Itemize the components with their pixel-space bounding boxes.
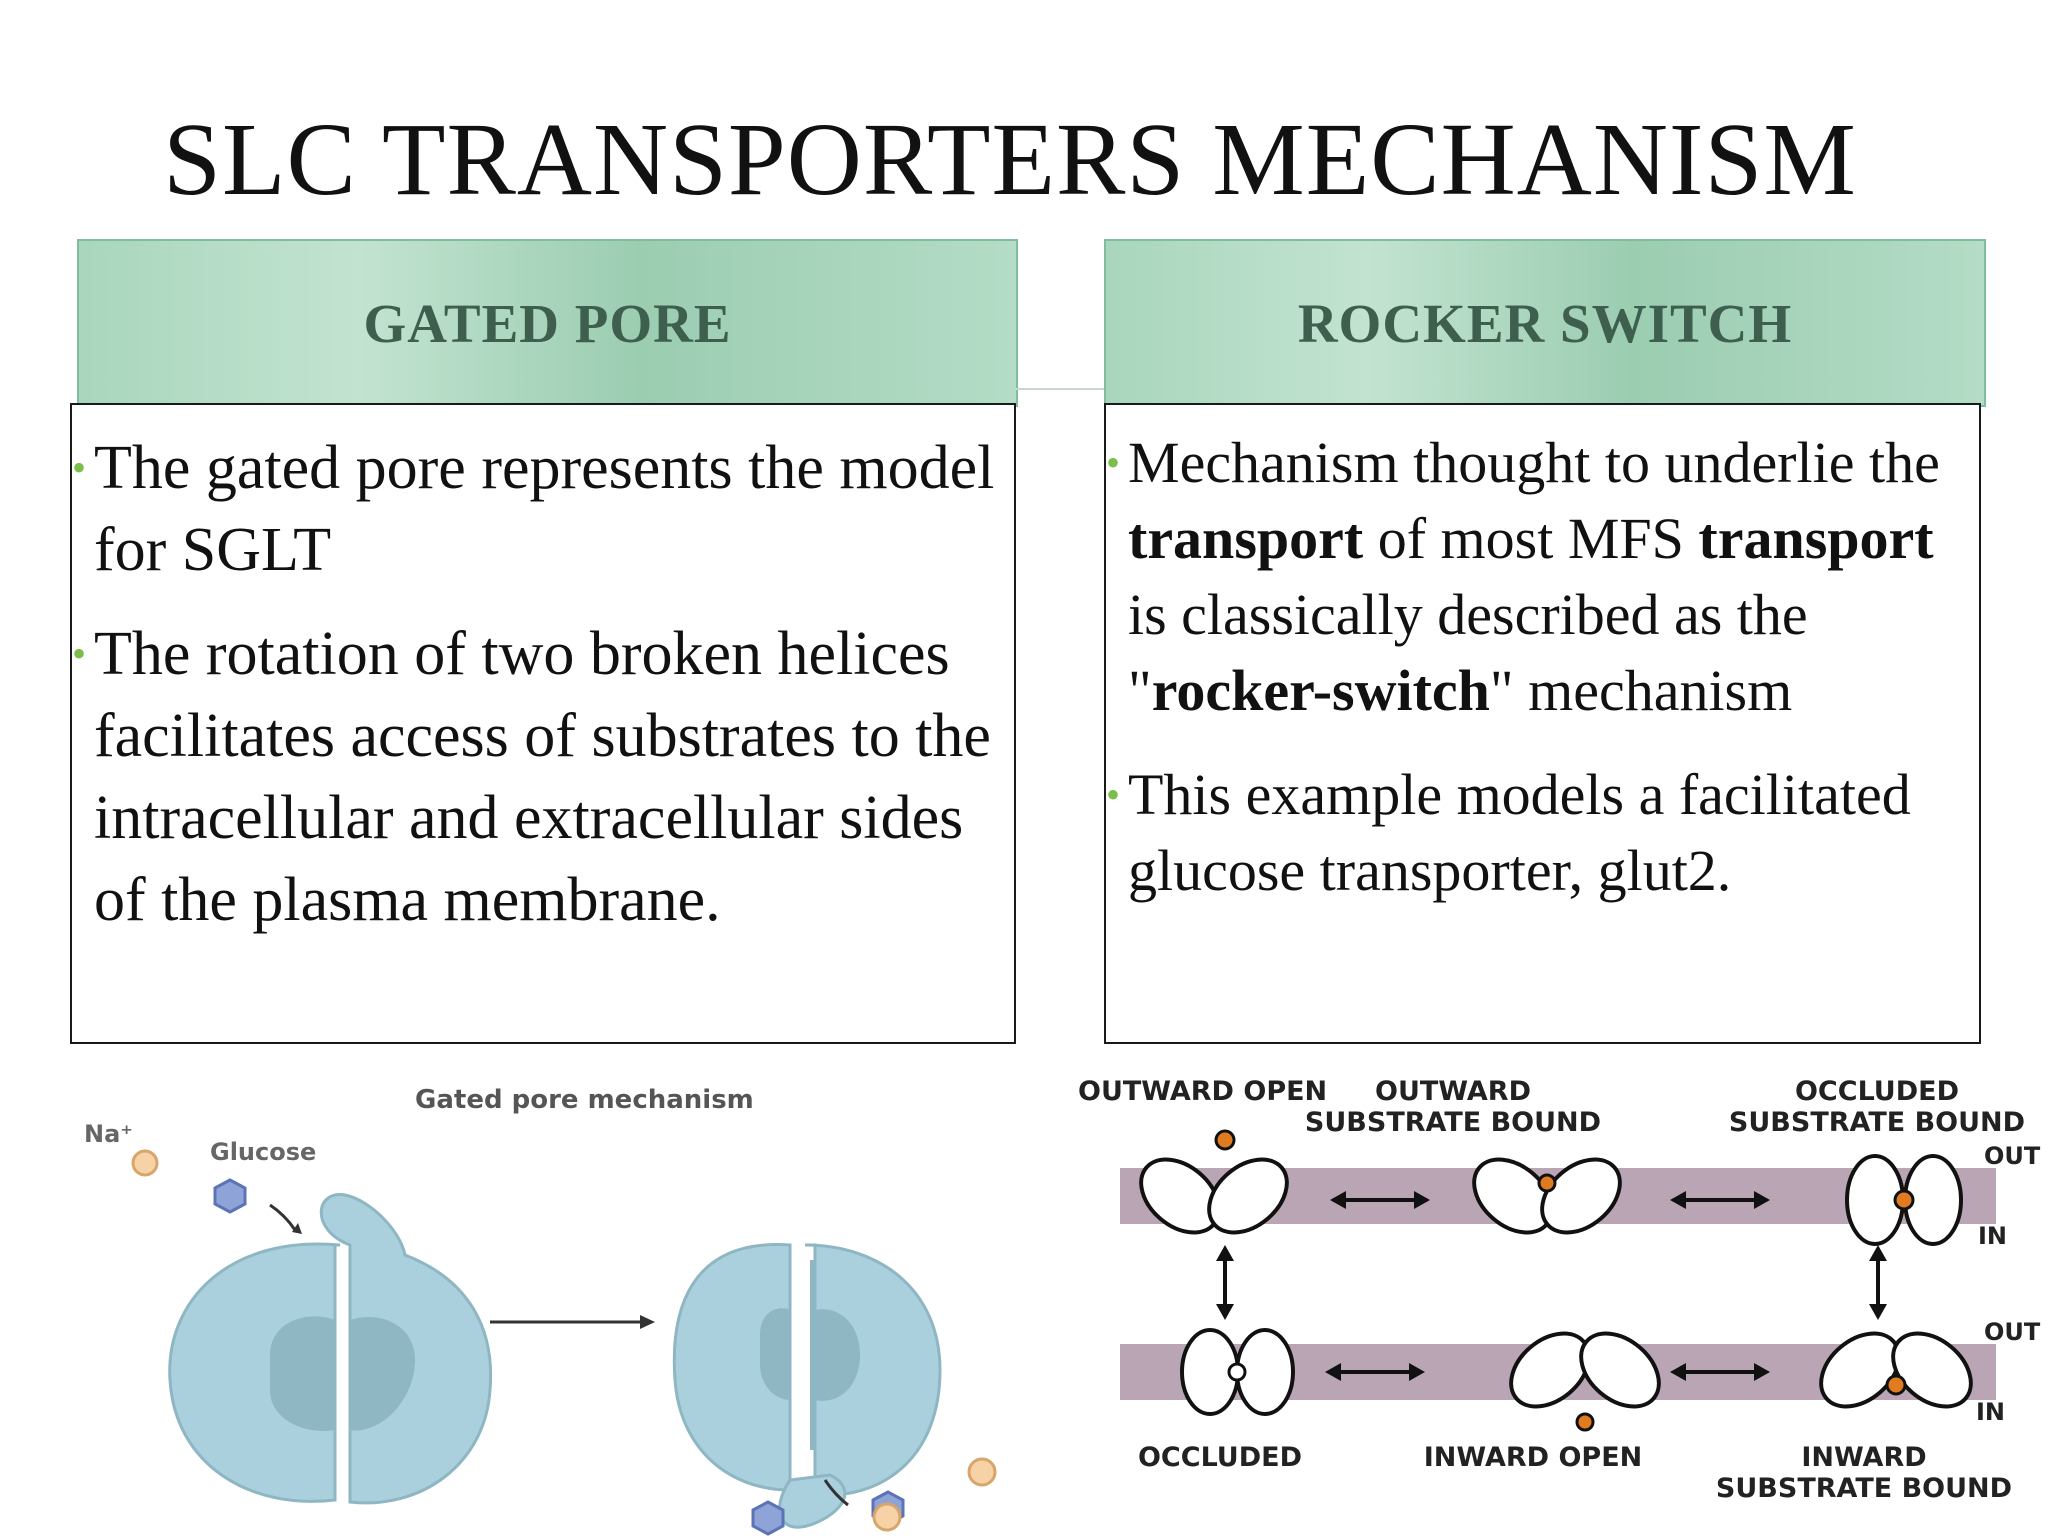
bullet-dot-icon: • xyxy=(72,445,87,490)
side-label-out: OUT xyxy=(1984,1318,2041,1346)
side-label-in: IN xyxy=(1978,1222,2007,1250)
substrate-icon xyxy=(1885,1374,1907,1396)
transporter-occluded xyxy=(1180,1328,1295,1416)
state-label-occluded: OCCLUDED xyxy=(1795,1076,1959,1107)
transporter-inward-open xyxy=(1509,1331,1661,1409)
state-label-inward: INWARD xyxy=(1801,1442,1926,1473)
sodium-ion-icon xyxy=(131,1149,159,1177)
bullet-dot-icon: • xyxy=(1106,440,1121,485)
gated-pore-header: GATED PORE xyxy=(77,239,1018,407)
bullet-dot-icon: • xyxy=(72,631,87,676)
substrate-icon xyxy=(1227,1362,1247,1382)
substrate-icon xyxy=(1214,1129,1236,1151)
substrate-icon xyxy=(1575,1412,1595,1432)
header-connector xyxy=(1016,388,1104,390)
gated-pore-bullet: • The gated pore represents the model fo… xyxy=(72,427,998,591)
double-arrow-icon xyxy=(1670,1363,1770,1381)
vertical-double-arrow-icon xyxy=(1869,1245,1887,1320)
transition-arrowhead-icon xyxy=(640,1315,655,1329)
bullet-dot-icon: • xyxy=(1106,772,1121,817)
transporter-inward-substrate-bound xyxy=(1819,1331,1973,1409)
glucose-molecule-icon xyxy=(213,1178,247,1214)
double-arrow-icon xyxy=(1670,1191,1770,1209)
glucose-label: Glucose xyxy=(210,1138,316,1166)
vertical-double-arrow-icon xyxy=(1216,1245,1234,1320)
gated-pore-bullet: • The rotation of two broken helices fac… xyxy=(72,613,998,941)
slide-title: SLC TRANSPORTERS MECHANISM xyxy=(163,102,1857,217)
sodium-label: Na⁺ xyxy=(84,1120,133,1148)
transporter-occluded-substrate-bound xyxy=(1845,1154,1963,1246)
state-label-substrate-bound: SUBSTRATE BOUND xyxy=(1305,1107,1601,1138)
state-label-substrate-bound-bottom: SUBSTRATE BOUND xyxy=(1716,1473,2012,1504)
rocker-switch-bullet: • Mechanism thought to underlie the tran… xyxy=(1106,425,1969,729)
side-label-out: OUT xyxy=(1984,1142,2041,1170)
double-arrow-icon xyxy=(1330,1191,1430,1209)
released-sodium-icon xyxy=(967,1457,997,1487)
rocker-switch-figure: OUTWARD OPEN OUTWARD SUBSTRATE BOUND OCC… xyxy=(1078,1076,2041,1504)
arrow-icon xyxy=(269,1203,297,1231)
transporter-outward-open xyxy=(1139,1157,1289,1235)
rocker-switch-textbox: • Mechanism thought to underlie the tran… xyxy=(1104,403,1981,1044)
transporter-outward-substrate-bound xyxy=(1472,1157,1622,1235)
gated-pore-caption: Gated pore mechanism xyxy=(415,1085,754,1115)
substrate-icon xyxy=(1537,1173,1557,1193)
arrowhead-icon xyxy=(292,1223,302,1234)
transporter-open xyxy=(672,1243,942,1529)
double-arrow-icon xyxy=(1325,1363,1425,1381)
released-sodium-icon xyxy=(872,1502,902,1532)
rocker-switch-header: ROCKER SWITCH xyxy=(1104,239,1986,407)
gated-pore-textbox: • The gated pore represents the model fo… xyxy=(70,403,1016,1044)
state-label-substrate-bound: SUBSTRATE BOUND xyxy=(1729,1107,2025,1138)
gated-pore-figure: Gated pore mechanism Na⁺ Glucose xyxy=(84,1085,997,1536)
transporter-closed xyxy=(168,1193,493,1505)
rocker-switch-bullet: • This example models a facilitated gluc… xyxy=(1106,757,1969,909)
substrate-icon xyxy=(1893,1189,1915,1211)
side-label-in: IN xyxy=(1976,1398,2005,1426)
released-glucose-icon xyxy=(751,1500,785,1536)
release-arrow-icon xyxy=(823,1479,849,1507)
state-label-occluded-bottom: OCCLUDED xyxy=(1138,1442,1302,1473)
state-label-outward: OUTWARD xyxy=(1375,1076,1531,1107)
state-label-outward-open: OUTWARD OPEN xyxy=(1078,1076,1327,1107)
state-label-inward-open: INWARD OPEN xyxy=(1424,1442,1643,1473)
